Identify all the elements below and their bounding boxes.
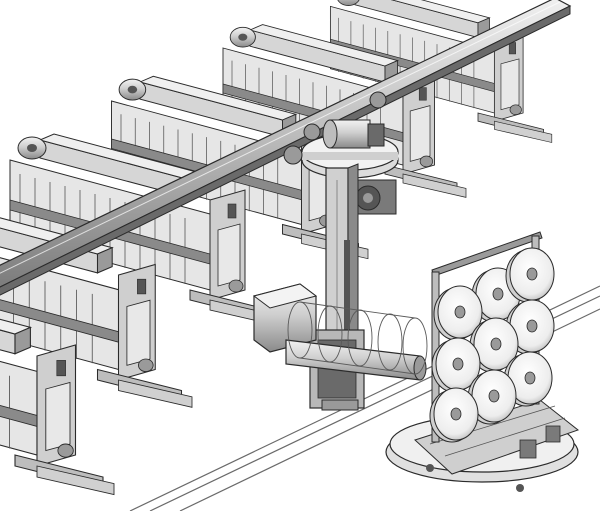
gripper-spindle [285, 301, 428, 381]
roll [467, 369, 517, 425]
roll [469, 317, 519, 373]
roll [431, 337, 481, 393]
roll [429, 387, 479, 443]
roll [505, 247, 555, 303]
gantry-trolley [283, 91, 399, 215]
roll-stack [429, 247, 555, 443]
roll [433, 285, 483, 341]
